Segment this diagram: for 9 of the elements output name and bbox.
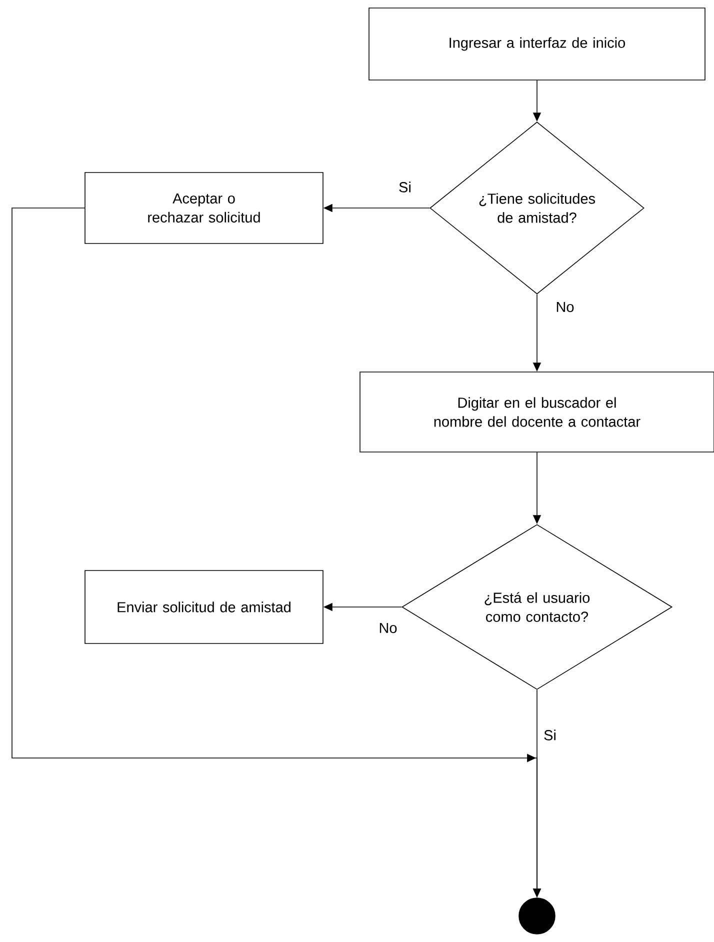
edge-label: No — [554, 300, 576, 314]
process-box: Aceptar o rechazar solicitud — [84, 172, 324, 244]
process-box: Digitar en el buscador el nombre del docente a contactar — [360, 372, 714, 452]
edge-label: No — [378, 622, 398, 634]
edge-label: Si — [398, 180, 412, 194]
edge-label: Si — [542, 728, 558, 742]
process-box: Ingresar a interfaz de inicio — [368, 8, 706, 80]
end-circle — [518, 898, 556, 934]
process-box: Enviar solicitud de amistad — [84, 570, 324, 644]
